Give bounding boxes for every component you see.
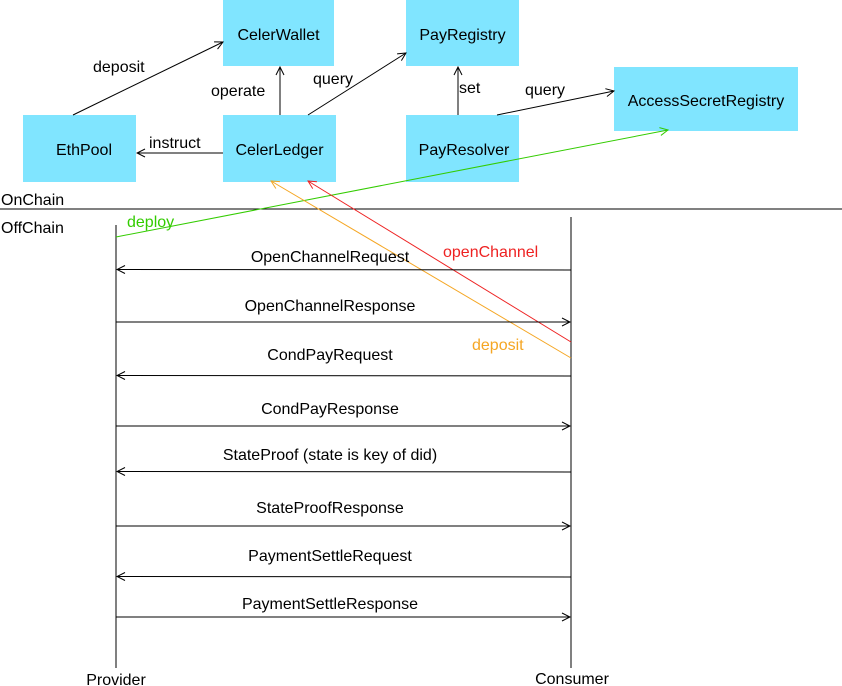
node-pay-registry: PayRegistry [406, 0, 519, 66]
message-label: CondPayResponse [261, 401, 399, 418]
deposit-action-label: deposit [472, 337, 524, 354]
message-label: StateProofResponse [256, 500, 404, 517]
node-eth-pool: EthPool [23, 115, 136, 182]
node-access-secret-registry: AccessSecretRegistry [614, 67, 798, 131]
node-access-secret-registry-label: AccessSecretRegistry [628, 93, 785, 110]
edge-query-access-arrow [496, 91, 614, 116]
message-label: OpenChannelRequest [251, 249, 410, 266]
message-arrow [117, 472, 572, 473]
message-label: StateProof (state is key of did) [223, 447, 437, 464]
open-channel-arrow [308, 181, 572, 343]
edge-deposit-arrow [72, 42, 223, 116]
edge-query-access-label: query [525, 82, 565, 99]
edge-set-label: set [459, 80, 481, 97]
message-arrow [117, 270, 572, 271]
zone-label-offchain: OffChain [1, 220, 64, 237]
message-label: PaymentSettleResponse [242, 596, 418, 613]
message-label: CondPayRequest [267, 347, 393, 364]
node-celer-ledger-label: CelerLedger [235, 142, 324, 159]
node-pay-registry-label: PayRegistry [419, 27, 505, 44]
deploy-arrow [115, 130, 668, 238]
lifeline-consumer-label: Consumer [535, 671, 609, 686]
node-eth-pool-label: EthPool [56, 142, 112, 159]
deploy-label: deploy [127, 214, 174, 231]
message-arrow [117, 577, 572, 578]
node-celer-wallet-label: CelerWallet [237, 27, 320, 44]
zone-label-onchain: OnChain [1, 192, 64, 209]
edge-query-registry-label: query [313, 71, 353, 88]
lifeline-provider-label: Provider [86, 672, 146, 686]
node-pay-resolver: PayResolver [406, 115, 519, 182]
message-label: OpenChannelResponse [245, 298, 416, 315]
message-arrow [117, 376, 572, 377]
message-list: OpenChannelRequestOpenChannelResponseCon… [116, 249, 572, 617]
edge-instruct-label: instruct [149, 135, 201, 152]
edge-operate-label: operate [211, 83, 265, 100]
message-label: PaymentSettleRequest [248, 548, 412, 565]
open-channel-label: openChannel [443, 244, 538, 261]
node-celer-ledger: CelerLedger [223, 115, 336, 182]
edge-query-registry-arrow [307, 53, 406, 116]
edge-deposit-label: deposit [93, 59, 145, 76]
node-celer-wallet: CelerWallet [223, 0, 334, 66]
node-pay-resolver-label: PayResolver [419, 142, 510, 159]
